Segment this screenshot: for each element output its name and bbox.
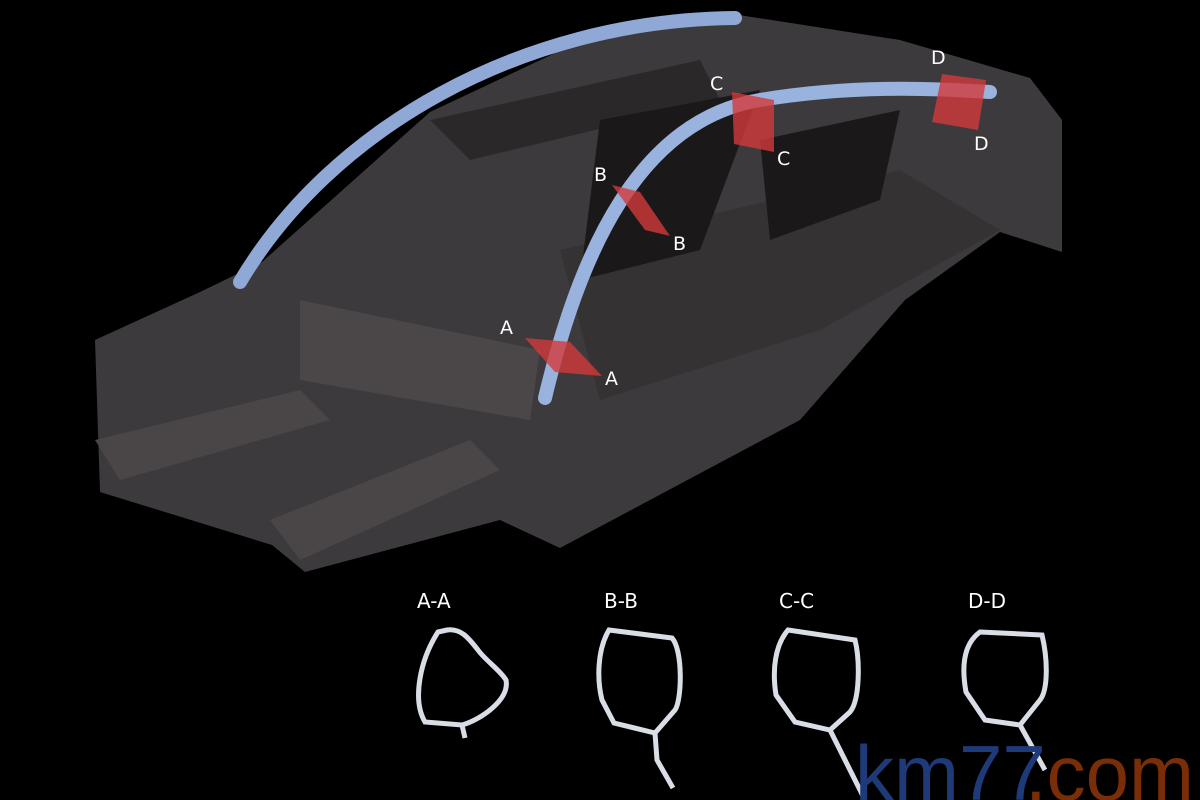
marker-a-start: A — [500, 317, 513, 339]
section-plane-d — [932, 74, 986, 130]
marker-d-end: D — [974, 133, 989, 155]
roof-arc-rear — [233, 11, 742, 289]
marker-b-end: B — [673, 233, 686, 255]
section-planes — [525, 74, 986, 376]
section-title-b: B-B — [604, 589, 638, 613]
section-title-a: A-A — [417, 589, 451, 613]
watermark-logo: km77 .com — [855, 729, 1194, 800]
marker-a-end: A — [605, 368, 618, 390]
profile-b — [596, 627, 683, 790]
marker-c-end: C — [777, 148, 790, 170]
cross-sections: A-A B-B C-C D-D — [416, 589, 1049, 800]
section-title-d: D-D — [968, 589, 1006, 613]
watermark-dotcom: .com — [1025, 729, 1194, 800]
section-plane-b — [612, 185, 670, 236]
marker-d-start: D — [931, 47, 946, 69]
profile-d — [961, 629, 1049, 772]
profile-a — [416, 627, 509, 739]
marker-c-start: C — [710, 73, 723, 95]
marker-b-start: B — [594, 164, 607, 186]
section-labels: A A B B C C D D — [500, 47, 989, 390]
section-title-c: C-C — [779, 589, 814, 613]
section-plane-a — [525, 338, 602, 376]
profile-c — [771, 627, 868, 800]
section-plane-c — [732, 92, 774, 152]
watermark-km77: km77 — [855, 729, 1046, 800]
